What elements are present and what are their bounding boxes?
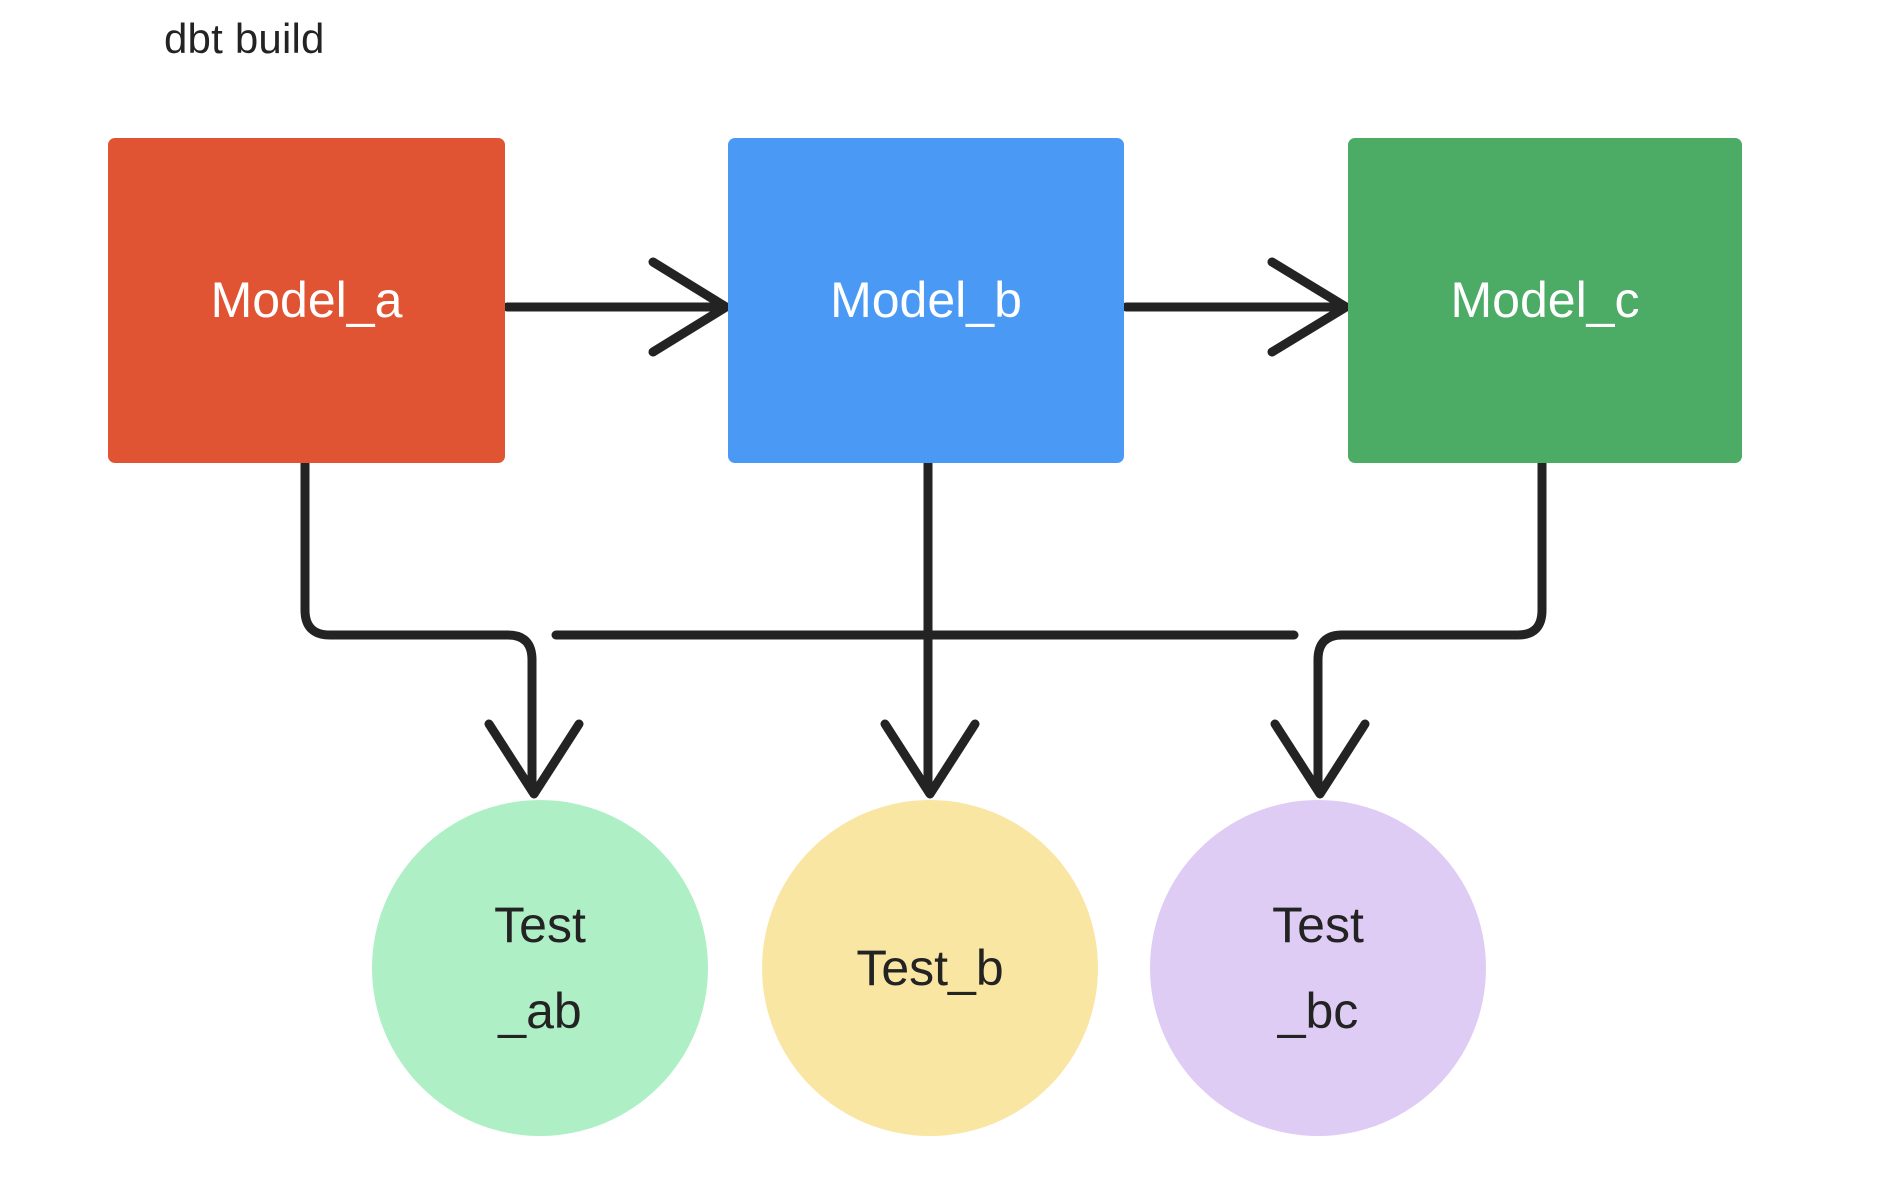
edge-model-b-to-model-c [1121, 257, 1351, 357]
arrowhead-icon [1267, 257, 1351, 357]
node-test-bc-label-line2: _bc [1277, 983, 1359, 1039]
node-model-a-label: Model_a [210, 272, 403, 328]
node-test-bc-label-line1: Test [1272, 897, 1364, 953]
arrowhead-icon [1270, 719, 1370, 799]
node-model-a[interactable]: Model_a [108, 138, 505, 463]
node-test-b-label-line1: Test_b [856, 940, 1004, 996]
node-test-ab[interactable]: Test _ab [372, 800, 708, 1136]
edge-model-a-to-bus [300, 458, 537, 665]
arrowhead-icon [484, 719, 584, 799]
arrowhead-icon [880, 719, 980, 799]
edge-model-c-to-bus [1313, 458, 1547, 665]
arrowhead-icon [648, 257, 731, 357]
node-test-ab-label-line2: _ab [498, 983, 582, 1039]
node-model-b[interactable]: Model_b [728, 138, 1124, 463]
edge-bus-to-test-b [880, 630, 980, 799]
edge-model-a-to-model-b [502, 257, 731, 357]
node-test-ab-label-line1: Test [494, 897, 586, 953]
node-model-c-label: Model_c [1450, 272, 1640, 328]
node-test-bc[interactable]: Test _bc [1150, 800, 1486, 1136]
node-model-b-label: Model_b [830, 272, 1022, 328]
edge-bus-to-test-bc [1270, 655, 1370, 799]
node-model-c[interactable]: Model_c [1348, 138, 1742, 463]
node-test-b[interactable]: Test_b [762, 800, 1098, 1136]
edge-bus-to-test-ab [484, 655, 584, 799]
page-title: dbt build [164, 15, 325, 62]
